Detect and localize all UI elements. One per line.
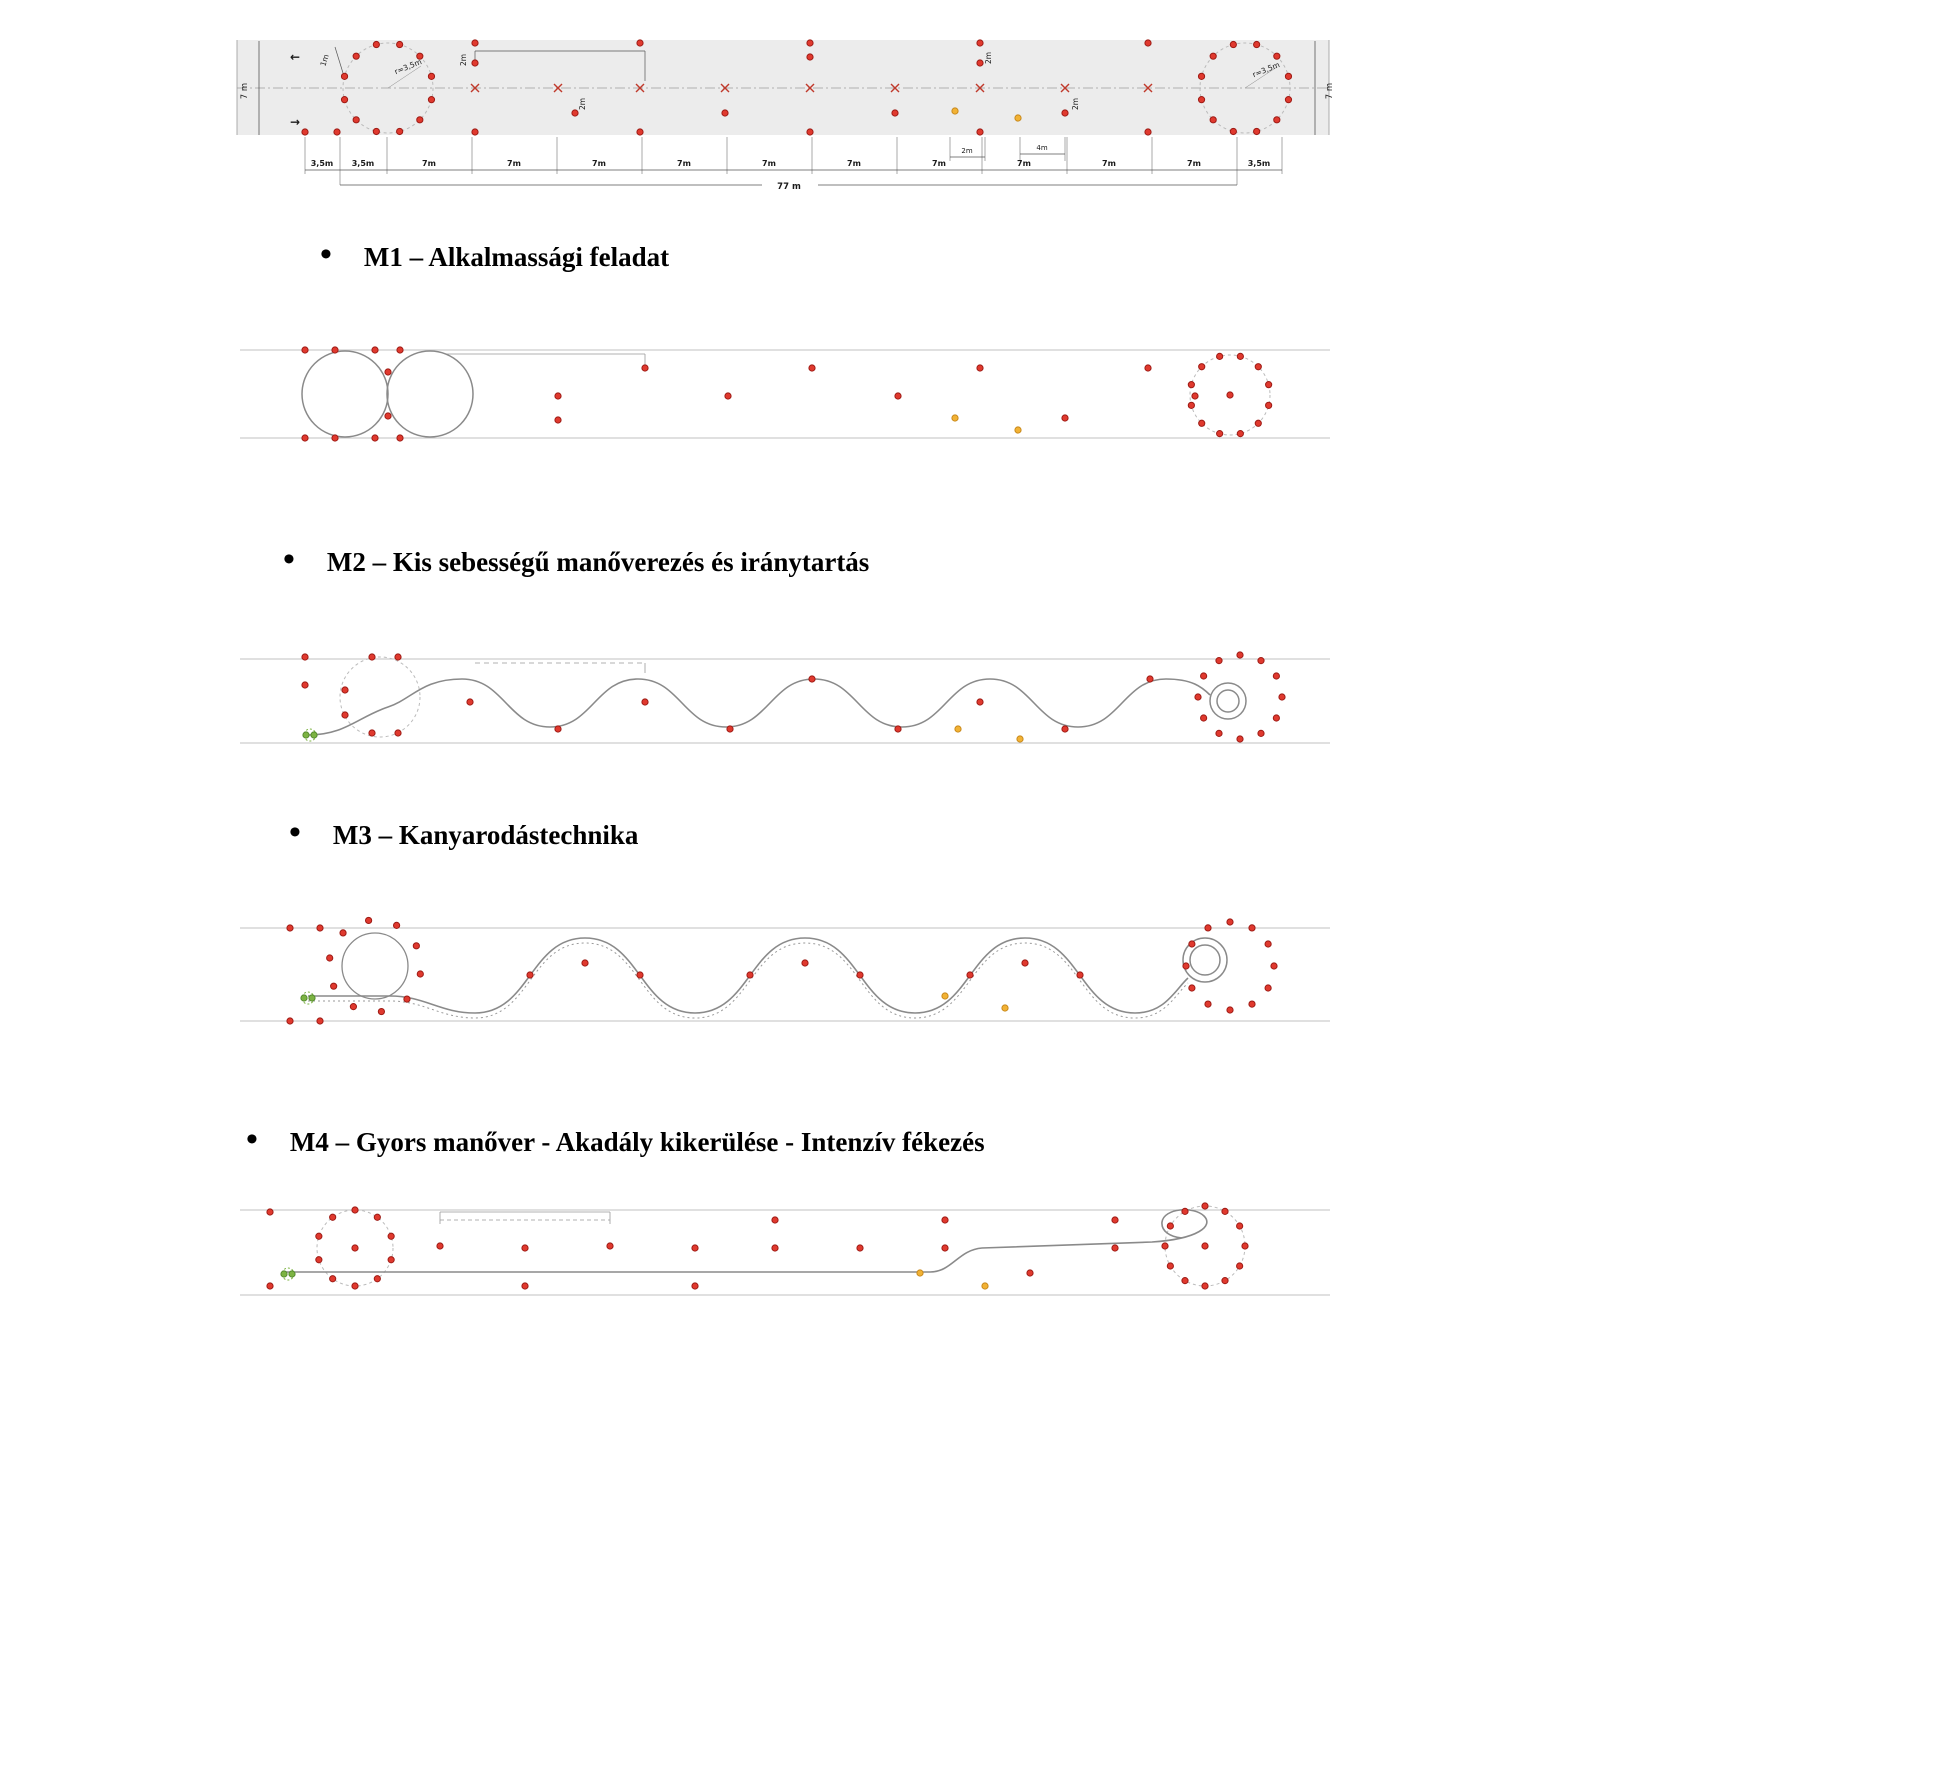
heading-m2: • M2 – Kis sebességű manőverezés és irán… [283, 541, 870, 579]
svg-text:←: ← [290, 50, 300, 64]
svg-text:7m: 7m [1187, 159, 1201, 168]
svg-text:77 m: 77 m [777, 182, 801, 192]
svg-text:7m: 7m [592, 159, 606, 168]
heading-m4-label: M4 – Gyors manőver - Akadály kikerülése … [289, 1127, 985, 1157]
m2-course-figure [240, 645, 1330, 757]
svg-text:1m: 1m [318, 53, 330, 67]
svg-text:3,5m: 3,5m [1248, 159, 1271, 168]
heading-m2-label: M2 – Kis sebességű manőverezés és irányt… [326, 547, 870, 577]
bullet-icon: • [320, 236, 332, 274]
svg-text:2m: 2m [578, 98, 587, 110]
m4-course-figure [240, 1198, 1330, 1303]
svg-text:7 m: 7 m [1325, 83, 1335, 99]
bullet-icon: • [289, 814, 301, 852]
svg-text:7m: 7m [762, 159, 776, 168]
m1-course-diagram [240, 346, 1330, 442]
heading-m1: • M1 – Alkalmassági feladat [320, 236, 670, 274]
heading-m4: • M4 – Gyors manőver - Akadály kikerülés… [246, 1121, 985, 1159]
svg-text:3,5m: 3,5m [311, 159, 334, 168]
svg-text:2m: 2m [961, 147, 972, 155]
svg-text:→: → [290, 115, 300, 129]
heading-m3: • M3 – Kanyarodástechnika [289, 814, 639, 852]
svg-text:7m: 7m [507, 159, 521, 168]
svg-text:7m: 7m [932, 159, 946, 168]
svg-text:3,5m: 3,5m [352, 159, 375, 168]
svg-text:7m: 7m [1102, 159, 1116, 168]
svg-text:2m: 2m [1071, 98, 1080, 110]
m3-course-figure [240, 916, 1330, 1036]
m1-course-figure [240, 338, 1330, 453]
svg-text:2m: 2m [984, 52, 993, 64]
bullet-icon: • [283, 541, 295, 579]
svg-text:7m: 7m [1017, 159, 1031, 168]
heading-m1-label: M1 – Alkalmassági feladat [363, 242, 670, 272]
m3-course-diagram [240, 916, 1330, 1025]
heading-m3-label: M3 – Kanyarodástechnika [332, 820, 639, 850]
bullet-icon: • [246, 1121, 258, 1159]
svg-text:7 m: 7 m [240, 83, 250, 99]
svg-text:7m: 7m [847, 159, 861, 168]
m4-course-diagram [240, 1202, 1330, 1296]
m2-course-diagram [240, 651, 1330, 744]
svg-text:7m: 7m [422, 159, 436, 168]
svg-text:7m: 7m [677, 159, 691, 168]
svg-text:4m: 4m [1036, 144, 1047, 152]
svg-text:2m: 2m [459, 54, 468, 66]
